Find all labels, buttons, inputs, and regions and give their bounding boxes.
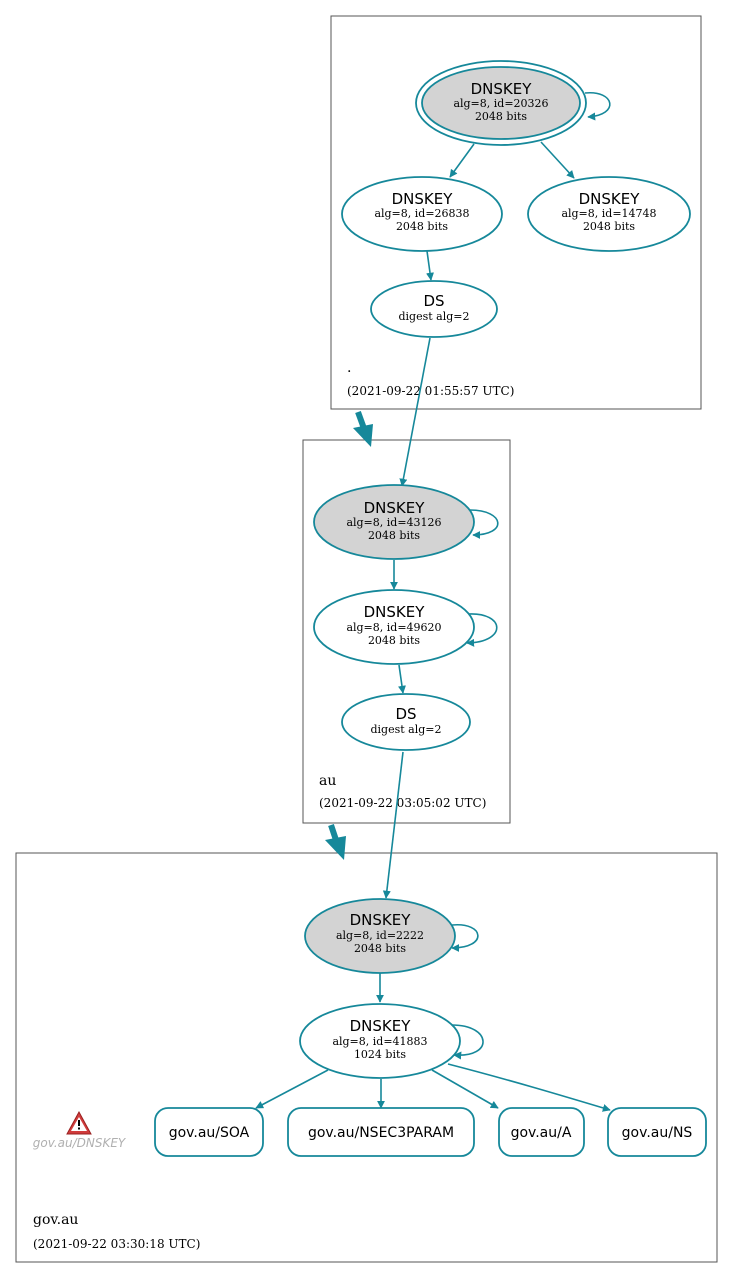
zone-root: . (2021-09-22 01:55:57 UTC) xyxy=(330,15,702,410)
node-gov-ksk-line2: 2048 bits xyxy=(354,942,406,955)
zone-au-box xyxy=(302,439,511,824)
node-gov-ksk-title: DNSKEY xyxy=(350,911,412,929)
zone-root-time: (2021-09-22 01:55:57 UTC) xyxy=(347,384,514,398)
node-root-zsk1[interactable]: DNSKEY alg=8, id=26838 2048 bits xyxy=(341,176,503,252)
zone-root-box xyxy=(330,15,702,410)
node-root-zsk2-shape xyxy=(527,176,691,252)
edge-au-zsk-ds xyxy=(398,664,406,694)
edges xyxy=(255,92,611,1112)
rrset-nsec3param[interactable]: gov.au/NSEC3PARAM xyxy=(287,1107,475,1157)
warning-label: gov.au/DNSKEY xyxy=(33,1136,127,1150)
node-au-zsk-line2: 2048 bits xyxy=(368,634,420,647)
edge-gov-zsk-soa xyxy=(255,1069,329,1109)
delegation-arrows xyxy=(325,410,373,860)
node-root-zsk2[interactable]: DNSKEY alg=8, id=14748 2048 bits xyxy=(527,176,691,252)
rrset-soa-box xyxy=(154,1107,264,1157)
node-root-zsk1-line2: 2048 bits xyxy=(396,220,448,233)
node-root-ksk-line2: 2048 bits xyxy=(475,110,527,123)
node-gov-zsk-line1: alg=8, id=41883 xyxy=(332,1035,427,1048)
rrset-soa[interactable]: gov.au/SOA xyxy=(154,1107,264,1157)
zone-gov-name: gov.au xyxy=(33,1212,78,1228)
node-gov-zsk-title: DNSKEY xyxy=(350,1017,412,1035)
node-au-ksk-title: DNSKEY xyxy=(364,499,426,517)
node-root-ds-title: DS xyxy=(423,292,444,310)
warning-triangle-icon xyxy=(66,1110,92,1135)
node-au-zsk-title: DNSKEY xyxy=(364,603,426,621)
zone-gov-time: (2021-09-22 03:30:18 UTC) xyxy=(33,1237,200,1251)
node-au-zsk[interactable]: DNSKEY alg=8, id=49620 2048 bits xyxy=(313,589,475,665)
zone-au: au (2021-09-22 03:05:02 UTC) xyxy=(302,439,511,824)
delegation-arrowhead-root-au xyxy=(353,424,373,447)
edge-root-ksk-self xyxy=(584,92,611,121)
node-au-ksk[interactable]: DNSKEY alg=8, id=43126 2048 bits xyxy=(313,484,475,560)
rrset-nsec3param-label: gov.au/NSEC3PARAM xyxy=(308,1125,454,1141)
node-root-ksk-line1: alg=8, id=20326 xyxy=(453,97,548,110)
rrset-ns[interactable]: gov.au/NS xyxy=(607,1107,707,1157)
node-root-ksk[interactable]: DNSKEY alg=8, id=20326 2048 bits xyxy=(415,60,587,146)
zone-gov: gov.au (2021-09-22 03:30:18 UTC) xyxy=(15,852,718,1263)
node-root-zsk1-title: DNSKEY xyxy=(392,190,454,208)
edge-gov-zsk-a xyxy=(431,1069,499,1109)
rrset-ns-label: gov.au/NS xyxy=(622,1125,693,1141)
node-au-ksk-line2: 2048 bits xyxy=(368,529,420,542)
node-au-ksk-line1: alg=8, id=43126 xyxy=(346,516,441,529)
zone-gov-box xyxy=(15,852,718,1263)
edge-root-ds-au-ksk xyxy=(399,337,431,487)
node-root-ds-shape xyxy=(370,280,498,338)
edge-root-zsk1-ds xyxy=(426,250,434,281)
node-gov-ksk-shape xyxy=(304,898,456,974)
zone-au-time: (2021-09-22 03:05:02 UTC) xyxy=(319,796,486,810)
node-au-ds-shape xyxy=(341,693,471,751)
zone-au-name: au xyxy=(319,773,336,789)
node-root-zsk2-line2: 2048 bits xyxy=(583,220,635,233)
edge-root-ksk-zsk2 xyxy=(540,141,575,179)
node-gov-zsk[interactable]: DNSKEY alg=8, id=41883 1024 bits xyxy=(299,1003,461,1079)
node-root-ds[interactable]: DS digest alg=2 xyxy=(370,280,498,338)
edge-root-ksk-zsk1 xyxy=(449,143,475,178)
delegation-arrowhead-au-gov xyxy=(325,836,346,860)
node-gov-ksk-line1: alg=8, id=2222 xyxy=(336,929,424,942)
rrset-a-label: gov.au/A xyxy=(511,1125,572,1141)
node-root-ksk-shape xyxy=(421,66,581,140)
node-root-ds-line1: digest alg=2 xyxy=(398,310,469,323)
zone-root-name: . xyxy=(347,360,351,376)
node-au-zsk-line1: alg=8, id=49620 xyxy=(346,621,441,634)
node-root-zsk2-line1: alg=8, id=14748 xyxy=(561,207,656,220)
edge-gov-ksk-self xyxy=(451,924,479,952)
node-au-ds[interactable]: DS digest alg=2 xyxy=(341,693,471,751)
node-au-ds-title: DS xyxy=(395,705,416,723)
node-root-ksk-title: DNSKEY xyxy=(471,80,533,98)
node-root-zsk1-line1: alg=8, id=26838 xyxy=(374,207,469,220)
rrset-a[interactable]: gov.au/A xyxy=(498,1107,585,1157)
rrset-ns-box xyxy=(607,1107,707,1157)
node-root-zsk2-title: DNSKEY xyxy=(579,190,641,208)
edge-au-ds-gov-ksk xyxy=(382,751,404,899)
node-gov-ksk[interactable]: DNSKEY alg=8, id=2222 2048 bits xyxy=(304,898,456,974)
node-au-zsk-shape xyxy=(313,589,475,665)
rrset-nsec3param-box xyxy=(287,1107,475,1157)
warning-node[interactable]: gov.au/DNSKEY xyxy=(33,1110,127,1150)
edge-au-zsk-self xyxy=(466,613,498,647)
node-au-ksk-shape xyxy=(313,484,475,560)
node-gov-zsk-line2: 1024 bits xyxy=(354,1048,406,1061)
edge-au-ksk-self xyxy=(469,509,499,539)
edge-gov-zsk-self xyxy=(451,1024,484,1060)
rrset-soa-label: gov.au/SOA xyxy=(169,1125,250,1141)
rrset-a-box xyxy=(498,1107,585,1157)
edge-gov-zsk-ns xyxy=(447,1063,611,1112)
node-gov-zsk-shape xyxy=(299,1003,461,1079)
node-au-ds-line1: digest alg=2 xyxy=(370,723,441,736)
node-root-zsk1-shape xyxy=(341,176,503,252)
